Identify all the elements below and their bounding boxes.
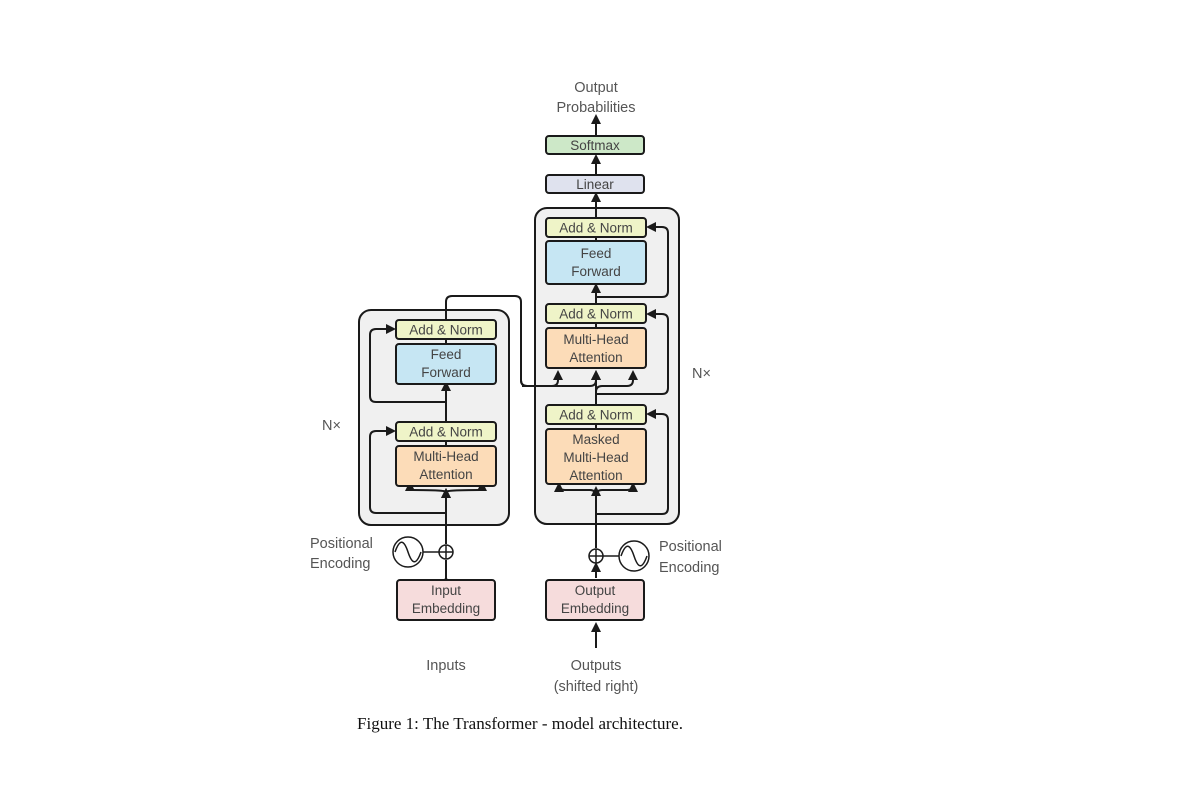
encoder-stack	[358, 309, 510, 526]
linear-block: Linear	[545, 174, 645, 194]
enc-residual-2	[369, 324, 446, 403]
decoder-masked-multi-head-attention: Masked Multi-Head Attention	[545, 428, 647, 485]
encoder-pe-label-1: Positional	[310, 536, 373, 552]
decoder-multi-head-attention: Multi-Head Attention	[545, 327, 647, 369]
decoder-mmha-label-1: Masked	[572, 432, 619, 447]
encoder-pe-label-2: Encoding	[310, 556, 370, 572]
output-probabilities-label-1: Output	[574, 80, 618, 96]
decoder-feed-forward: Feed Forward	[545, 240, 647, 285]
encoder-add-norm-top: Add & Norm	[395, 319, 497, 340]
dec-residual-2	[596, 309, 669, 395]
encoder-repeat-label: N×	[322, 418, 341, 434]
decoder-mha-label-1: Multi-Head	[563, 332, 628, 347]
output-embedding: Output Embedding	[545, 579, 645, 621]
outputs-shifted-label: (shifted right)	[554, 679, 639, 695]
dec-residual-1	[596, 409, 669, 515]
softmax-label: Softmax	[570, 138, 620, 153]
decoder-ff-label-2: Forward	[571, 264, 621, 279]
decoder-ff-label-1: Feed	[581, 246, 612, 261]
decoder-add-norm-top-label: Add & Norm	[559, 221, 633, 236]
dec-mmha-v-arrow	[595, 482, 638, 497]
encoder-ff-label-2: Forward	[421, 365, 471, 380]
connections	[369, 114, 669, 648]
encoder-add-norm-bottom: Add & Norm	[395, 421, 497, 442]
decoder-add-norm-bottom-label: Add & Norm	[559, 408, 633, 423]
decoder-pe-label-1: Positional	[659, 539, 722, 555]
encoder-add-norm-bottom-label: Add & Norm	[409, 425, 483, 440]
encoder-mha-label-1: Multi-Head	[413, 449, 478, 464]
figure-caption: Figure 1: The Transformer - model archit…	[357, 714, 683, 733]
encoder-mha-label-2: Attention	[419, 467, 472, 482]
decoder-add-norm-bottom: Add & Norm	[545, 404, 647, 425]
decoder-add-norm-mid: Add & Norm	[545, 303, 647, 324]
decoder-repeat-label: N×	[692, 366, 711, 382]
encoder-ff-label-1: Feed	[431, 347, 462, 362]
enc-residual-1	[369, 426, 446, 514]
decoder-mmha-label-3: Attention	[569, 468, 622, 483]
decoder-positional-encoding: Positional Encoding	[588, 539, 722, 576]
dec-residual-3	[596, 222, 669, 298]
output-probabilities-label-2: Probabilities	[557, 100, 636, 116]
outputs-label: Outputs	[571, 658, 622, 674]
input-embedding-label-2: Embedding	[412, 601, 480, 616]
inputs-label: Inputs	[426, 658, 466, 674]
dec-mmha-k-arrow	[554, 482, 597, 497]
input-embedding-label-1: Input	[431, 583, 461, 598]
dec-q-arrow	[595, 370, 638, 393]
output-embedding-label-1: Output	[575, 583, 616, 598]
input-embedding: Input Embedding	[396, 579, 496, 621]
decoder-pe-label-2: Encoding	[659, 560, 719, 576]
decoder-mha-label-2: Attention	[569, 350, 622, 365]
decoder-add-norm-top: Add & Norm	[545, 217, 647, 238]
linear-label: Linear	[576, 177, 614, 192]
encoder-add-norm-top-label: Add & Norm	[409, 323, 483, 338]
decoder-mmha-label-2: Multi-Head	[563, 450, 628, 465]
decoder-add-norm-mid-label: Add & Norm	[559, 307, 633, 322]
encoder-positional-encoding: Positional Encoding	[310, 536, 454, 572]
enc-mha-v-arrow	[445, 481, 487, 493]
softmax-block: Softmax	[545, 135, 645, 155]
encoder-multi-head-attention: Multi-Head Attention	[395, 445, 497, 487]
output-embedding-label-2: Embedding	[561, 601, 629, 616]
encoder-feed-forward: Feed Forward	[395, 343, 497, 385]
